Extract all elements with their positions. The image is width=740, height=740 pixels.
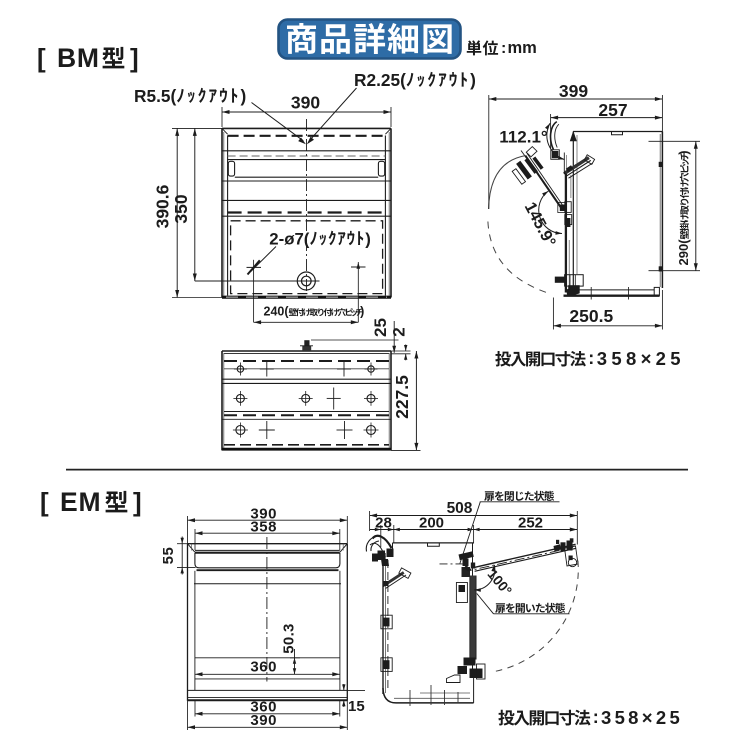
svg-text:390: 390 (250, 712, 277, 729)
svg-text::: : (588, 348, 594, 368)
svg-text:360: 360 (250, 698, 277, 715)
svg-text:]: ] (133, 487, 142, 517)
svg-text:mm: mm (508, 39, 537, 57)
svg-text::: : (501, 40, 506, 57)
svg-text:290(: 290( (676, 239, 691, 266)
svg-text:508: 508 (447, 500, 473, 517)
svg-text:358×25: 358×25 (601, 707, 683, 728)
svg-text:252: 252 (518, 514, 543, 531)
svg-text:399: 399 (559, 81, 588, 101)
svg-text:25: 25 (371, 318, 390, 337)
svg-text:390: 390 (291, 92, 320, 112)
svg-text::: : (593, 707, 599, 727)
svg-text:360: 360 (250, 659, 277, 676)
svg-text:250.5: 250.5 (569, 306, 613, 326)
svg-text:2-ø7(: 2-ø7( (269, 229, 310, 248)
svg-text:): ) (470, 70, 476, 90)
svg-text:]: ] (130, 43, 139, 73)
svg-text:[: [ (40, 487, 49, 517)
svg-text:15: 15 (348, 698, 365, 715)
svg-text:350: 350 (171, 194, 191, 223)
svg-text:EM: EM (60, 487, 101, 517)
svg-text:): ) (365, 229, 371, 248)
svg-text:390.6: 390.6 (153, 184, 173, 228)
svg-text:28: 28 (375, 514, 392, 531)
svg-text:R2.25(: R2.25( (354, 70, 406, 90)
svg-text:): ) (676, 150, 691, 154)
svg-text:BM: BM (57, 43, 100, 73)
svg-text:): ) (360, 304, 364, 318)
svg-text:358×25: 358×25 (597, 348, 685, 369)
svg-text:240(: 240( (264, 304, 290, 318)
svg-text:55: 55 (160, 547, 177, 565)
svg-text:200: 200 (419, 514, 444, 531)
svg-text:358: 358 (250, 519, 277, 536)
svg-text:[: [ (37, 43, 46, 73)
svg-text:227.5: 227.5 (392, 375, 412, 419)
svg-text:50.3: 50.3 (280, 623, 297, 653)
svg-text:390: 390 (250, 506, 277, 523)
svg-text:R5.5(: R5.5( (134, 86, 177, 106)
svg-text:257: 257 (598, 100, 627, 120)
svg-text:): ) (241, 86, 247, 106)
svg-text:112.1°: 112.1° (499, 127, 548, 146)
svg-text:2: 2 (389, 327, 408, 336)
